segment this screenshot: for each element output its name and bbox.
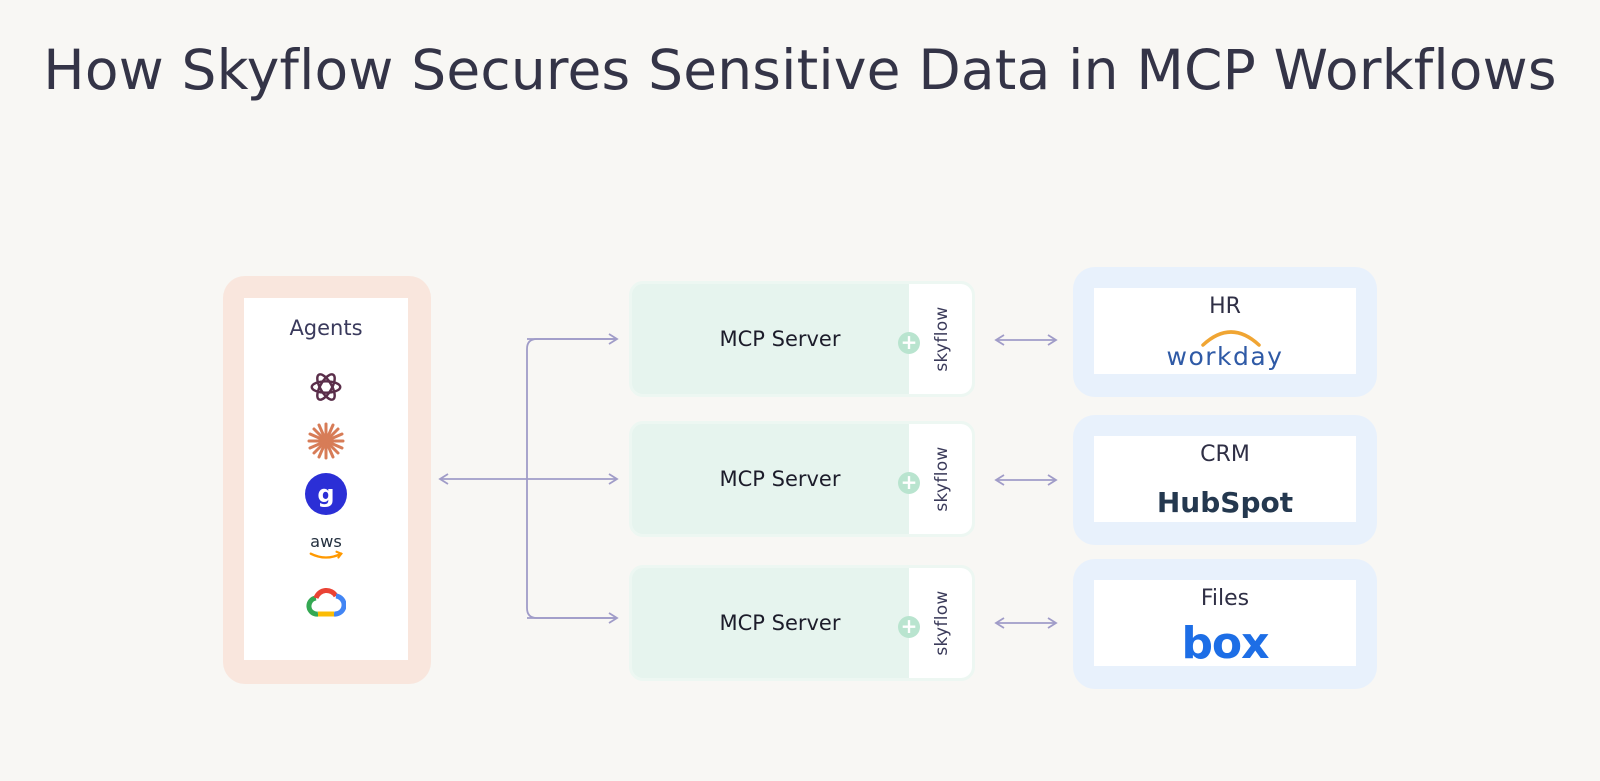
destination-label: HR — [1209, 294, 1241, 319]
skyflow-logo: skyflow — [932, 590, 952, 656]
mcp-server-card: MCP Server skyflow + — [629, 281, 975, 397]
hubspot-logo: HubSpot — [1156, 486, 1294, 519]
google-cloud-icon — [305, 582, 347, 624]
box-logo: box — [1181, 618, 1269, 669]
agents-panel: Agents — [223, 276, 431, 684]
plus-icon: + — [898, 472, 920, 494]
openai-icon — [305, 366, 347, 408]
mcp-server-card: MCP Server skyflow + — [629, 421, 975, 537]
workday-arc-icon — [1201, 330, 1261, 347]
mcp-server-card: MCP Server skyflow + — [629, 565, 975, 681]
plus-icon: + — [898, 332, 920, 354]
destination-hr: HR workday — [1073, 267, 1377, 397]
agents-to-mcp-arrows — [438, 333, 619, 624]
aws-text: aws — [310, 532, 342, 551]
mcp-server-label: MCP Server — [719, 327, 841, 351]
mcp-server-label: MCP Server — [719, 467, 841, 491]
destination-label: Files — [1200, 586, 1250, 611]
agents-inner: Agents — [244, 298, 408, 660]
svg-text:g: g — [317, 480, 334, 508]
trunk-line — [526, 338, 617, 619]
mcp-to-dest-arrows — [994, 334, 1058, 629]
mcp-server-label: MCP Server — [719, 611, 841, 635]
destination-crm: CRM HubSpot — [1073, 415, 1377, 545]
gemini-g-icon: g — [305, 473, 347, 515]
workday-logo: workday — [1166, 342, 1284, 371]
destination-inner: CRM HubSpot — [1094, 436, 1356, 522]
skyflow-logo: skyflow — [932, 306, 952, 372]
skyflow-logo: skyflow — [932, 446, 952, 512]
plus-icon: + — [898, 616, 920, 638]
destination-inner: HR workday — [1094, 288, 1356, 374]
aws-icon: aws — [305, 526, 347, 568]
page-title: How Skyflow Secures Sensitive Data in MC… — [43, 38, 1557, 102]
destination-files: Files box — [1073, 559, 1377, 689]
claude-icon — [305, 420, 347, 462]
destination-inner: Files box — [1094, 580, 1356, 669]
destination-label: CRM — [1200, 442, 1250, 467]
agents-label: Agents — [289, 316, 363, 340]
